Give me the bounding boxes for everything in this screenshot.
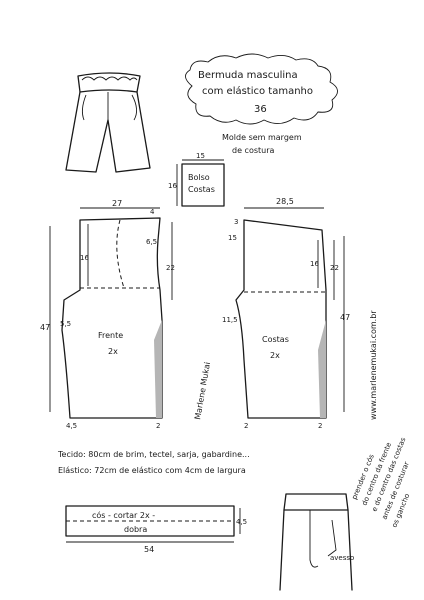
front-dim-4: 4 [150,208,155,216]
back-dim-3: 3 [234,218,238,226]
title-line-1: Bermuda masculina [198,70,298,81]
note-line-2: de costura [232,146,275,155]
waistband-detail-sketch: avesso [279,493,354,591]
back-width-label: 28,5 [276,197,294,206]
website: www.marlenemukai.com.br [369,310,378,420]
front-cut-count: 2x [108,347,118,356]
back-label: Costas [262,335,289,344]
title-line-2: com elástico tamanho [202,85,313,97]
pocket-width-label: 15 [196,152,205,160]
front-dim-16: 16 [80,254,89,262]
back-pocket-piece: 15 16 Bolso Costas [168,152,225,207]
note-line-1: Molde sem margem [222,133,302,142]
waistband-length-label: 54 [144,545,154,554]
front-dim-5-5: 5,5 [60,320,71,328]
front-dim-hem-right: 2 [156,422,160,430]
back-cut-count: 2x [270,351,280,360]
front-label: Frente [98,331,123,340]
pocket-label-2: Costas [188,185,215,194]
waistband-instruction: prender o cós do centro da frente e do c… [350,436,411,529]
pocket-height-label: 16 [168,182,177,190]
title-line-3: 36 [254,104,267,115]
waistband-piece: cós - cortar 2x - dobra 4,5 54 [65,505,247,554]
back-dim-11-5: 11,5 [222,316,238,324]
title-cloud: Bermuda masculina com elástico tamanho 3… [185,53,338,125]
front-dim-47: 47 [40,323,50,332]
back-dim-47: 47 [340,313,350,322]
front-dim-hem-left: 4,5 [66,422,77,430]
back-piece: 28,5 3 15 16 22 47 11,5 Costas 2x 2 2 [222,197,350,430]
waistband-cut-label: cós - cortar 2x - [92,510,155,520]
back-dim-16: 16 [310,260,319,268]
back-dim-15: 15 [228,234,237,242]
fabric-line: Tecido: 80cm de brim, tectel, sarja, gab… [57,450,250,459]
back-dim-22: 22 [330,264,339,272]
front-dim-22: 22 [166,264,175,272]
elastic-line: Elástico: 72cm de elástico com 4cm de la… [58,466,246,475]
front-dim-6-5: 6,5 [146,238,157,246]
seam-allowance-note: Molde sem margem de costura [222,133,302,155]
waistband-fold-label: dobra [124,525,147,534]
pocket-label-1: Bolso [188,173,210,182]
front-width-label: 27 [112,199,122,208]
signature: Marlene Mukai [193,361,212,420]
shorts-illustration [65,72,151,173]
front-piece: 27 4 6,5 16 22 47 5,5 Frente 2x 4,5 2 [40,199,175,430]
back-dim-hem-right: 2 [318,422,322,430]
back-dim-hem-left: 2 [244,422,248,430]
detail-label-reverse: avesso [330,554,354,562]
waistband-height-label: 4,5 [236,518,247,526]
materials: Tecido: 80cm de brim, tectel, sarja, gab… [57,450,250,475]
